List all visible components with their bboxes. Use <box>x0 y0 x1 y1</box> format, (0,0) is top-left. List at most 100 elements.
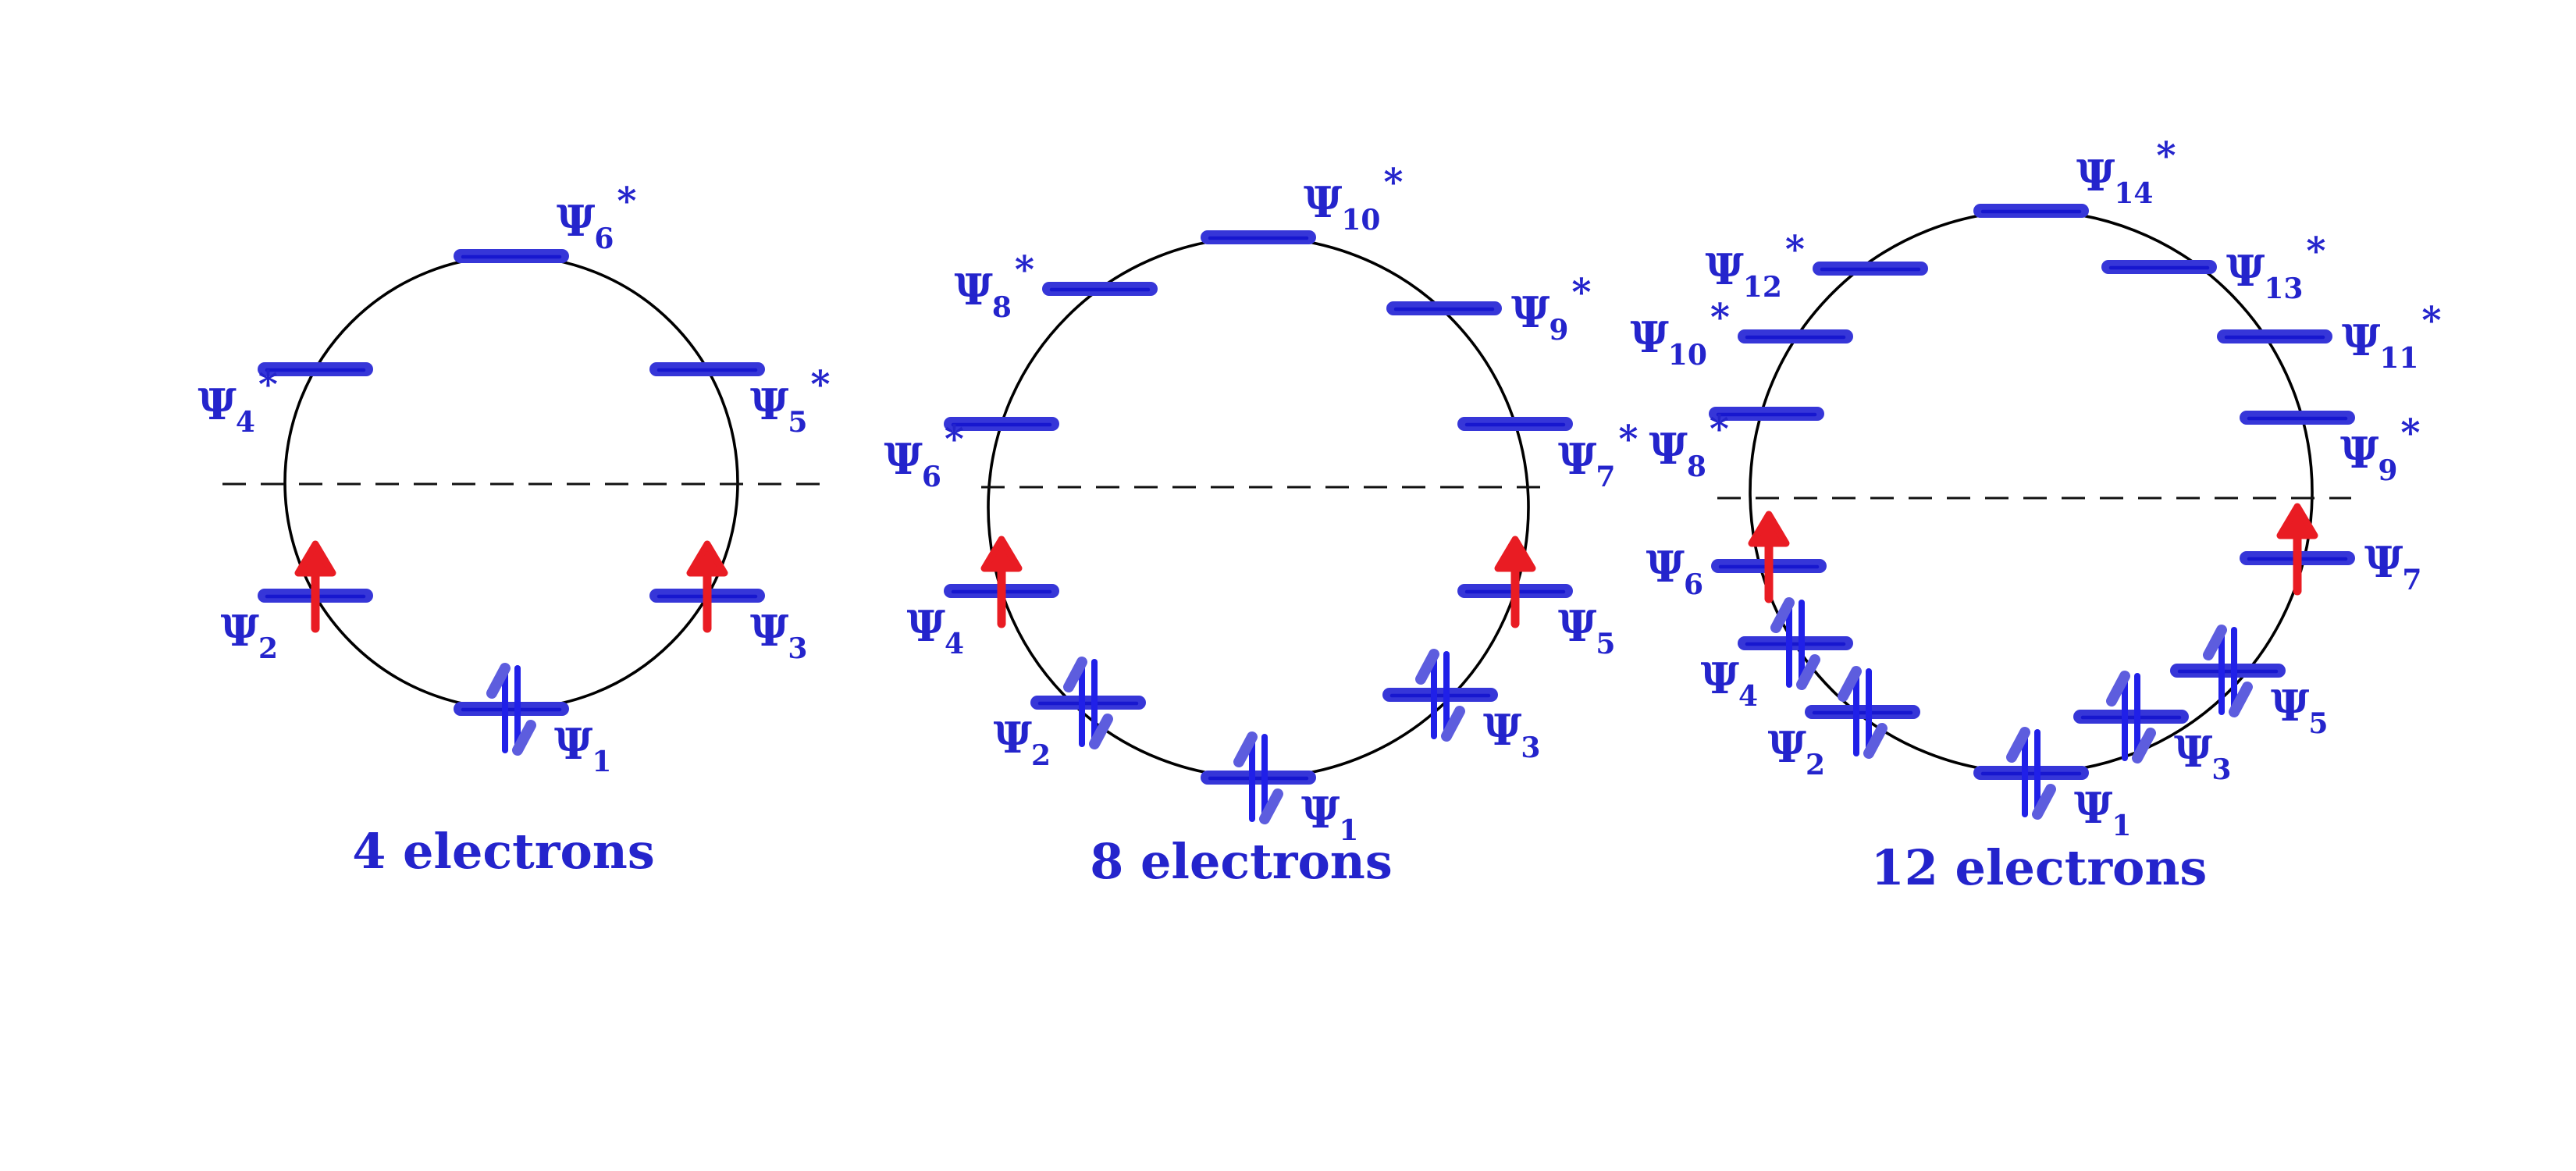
orbital-label-psi9-star: Ψ9* <box>1511 271 1591 347</box>
orbital-label-psi3: Ψ3 <box>1483 705 1540 764</box>
spin-up-arrow-barb <box>1770 597 1795 633</box>
orbital-label-psi2: Ψ2 <box>221 606 278 665</box>
spin-up-arrow-barb <box>1063 657 1087 692</box>
orbital-level-psi5-star: Ψ5* <box>649 362 830 439</box>
electron-count-caption: 12 electrons <box>1871 839 2208 896</box>
electron-pair-arrows <box>1063 657 1113 749</box>
antibonding-star: * <box>617 180 636 223</box>
orbital-label-subscript: 10 <box>1668 339 1707 372</box>
orbital-label-psi6: Ψ6 <box>1646 542 1703 601</box>
orbital-label-subscript: 4 <box>945 628 964 660</box>
orbital-label-subscript: 2 <box>258 632 278 665</box>
orbital-label-subscript: 3 <box>788 632 807 665</box>
orbital-level-psi6-star: Ψ6* <box>454 180 636 263</box>
orbital-label-subscript: 4 <box>1738 680 1758 713</box>
orbital-label-psi5: Ψ5 <box>1558 601 1615 660</box>
spin-down-arrow-barb <box>2132 728 2156 763</box>
orbital-level-psi12-star: Ψ12* <box>1705 228 1928 304</box>
antibonding-star: * <box>2306 230 2325 273</box>
spin-down-arrow-barb <box>1796 654 1820 690</box>
orbital-label-psi4: Ψ4 <box>907 601 964 660</box>
spin-down-arrow-barb <box>2032 784 2056 820</box>
orbital-label-psi3: Ψ3 <box>750 606 807 665</box>
orbital-level-psi3: Ψ3 <box>649 540 807 665</box>
orbital-level-psi2: Ψ2 <box>1768 666 1920 781</box>
orbital-level-psi9-star: Ψ9* <box>1386 271 1591 347</box>
orbital-label-psi4: Ψ4 <box>1701 653 1758 713</box>
orbital-label-subscript: 12 <box>1743 271 1782 304</box>
electron-pair-arrows <box>2006 727 2056 820</box>
red-arrow-head <box>1494 536 1536 572</box>
orbital-level-psi1: Ψ1 <box>454 663 611 778</box>
orbital-label-subscript: 3 <box>2211 753 2231 786</box>
antibonding-star: * <box>945 418 964 461</box>
electron-count-caption: 8 electrons <box>1090 833 1393 890</box>
orbital-level-psi6: Ψ6 <box>1646 511 1827 603</box>
orbital-label-subscript: 6 <box>922 461 941 493</box>
orbital-label-psi3: Ψ3 <box>2174 727 2231 786</box>
orbital-level-psi4-star: Ψ4* <box>198 362 373 439</box>
orbital-label-subscript: 2 <box>1031 739 1051 772</box>
orbital-label-subscript: 6 <box>594 222 614 255</box>
orbital-label-psi10-star: Ψ10* <box>1304 161 1404 237</box>
orbital-label-psi10-star: Ψ10* <box>1630 296 1730 372</box>
orbital-label-psi8-star: Ψ8* <box>1649 408 1729 483</box>
orbital-label-psi7: Ψ7 <box>2364 537 2421 596</box>
orbital-level-psi8-star: Ψ8* <box>955 248 1158 324</box>
orbital-label-subscript: 1 <box>2112 810 2131 842</box>
antibonding-star: * <box>2400 411 2420 455</box>
electron-pair-arrows <box>1233 731 1283 824</box>
orbital-label-subscript: 1 <box>1339 814 1358 847</box>
spin-up-arrow-barb <box>1415 649 1439 685</box>
spin-up-arrow-barb <box>486 663 511 699</box>
orbital-label-psi6-star: Ψ6* <box>557 180 636 255</box>
orbital-level-psi7-star: Ψ7* <box>1457 417 1638 493</box>
antibonding-star: * <box>1710 408 1729 451</box>
spin-up-arrow-barb <box>2203 625 2227 660</box>
orbital-label-subscript: 4 <box>236 406 255 439</box>
orbital-level-psi3: Ψ3 <box>1382 649 1540 764</box>
electron-pair-arrows <box>1415 649 1465 742</box>
antibonding-star: * <box>1618 418 1638 461</box>
orbital-label-subscript: 10 <box>1341 204 1380 237</box>
orbital-label-subscript: 2 <box>1806 749 1825 781</box>
orbital-label-psi1: Ψ1 <box>2074 783 2131 842</box>
red-arrow-head <box>2276 503 2318 539</box>
red-arrow-head <box>1748 511 1790 547</box>
spin-down-arrow-barb <box>512 720 536 756</box>
spin-up-arrow-barb <box>2006 727 2030 763</box>
spin-up-arrow-barb <box>2106 671 2130 707</box>
single-electron-arrow <box>1748 511 1790 603</box>
orbital-level-psi11-star: Ψ11* <box>2217 299 2442 375</box>
orbital-label-psi2: Ψ2 <box>1768 722 1825 781</box>
electron-pair-arrows <box>2106 671 2156 763</box>
single-electron-arrow <box>294 540 336 633</box>
frost-circle <box>283 254 739 710</box>
orbital-label-psi1: Ψ1 <box>554 719 611 778</box>
orbital-label-subscript: 8 <box>992 291 1012 324</box>
orbital-level-psi10-star: Ψ10* <box>1201 161 1404 244</box>
orbital-label-subscript: 9 <box>1549 314 1568 347</box>
antibonding-star: * <box>2156 134 2176 178</box>
single-electron-arrow <box>686 540 728 633</box>
electron-pair-arrows <box>1838 666 1888 759</box>
orbital-label-subscript: 6 <box>1684 568 1703 601</box>
orbital-label-psi14-star: Ψ14* <box>2076 134 2176 210</box>
orbital-level-psi9-star: Ψ9* <box>2240 411 2420 487</box>
single-electron-arrow <box>1494 536 1536 628</box>
spin-down-arrow-barb <box>2229 682 2253 717</box>
orbital-label-subscript: 7 <box>2402 564 2421 596</box>
red-arrow-head <box>294 540 336 577</box>
spin-up-arrow-barb <box>1838 666 1862 702</box>
spin-down-arrow-barb <box>1089 714 1113 749</box>
orbital-label-psi2: Ψ2 <box>994 713 1051 772</box>
single-electron-arrow <box>980 536 1023 628</box>
orbital-label-subscript: 14 <box>2114 177 2153 210</box>
spin-down-arrow-barb <box>1441 706 1465 742</box>
orbital-label-subscript: 8 <box>1687 450 1706 483</box>
spin-up-arrow-barb <box>1233 731 1258 767</box>
spin-down-arrow-barb <box>1259 788 1283 824</box>
